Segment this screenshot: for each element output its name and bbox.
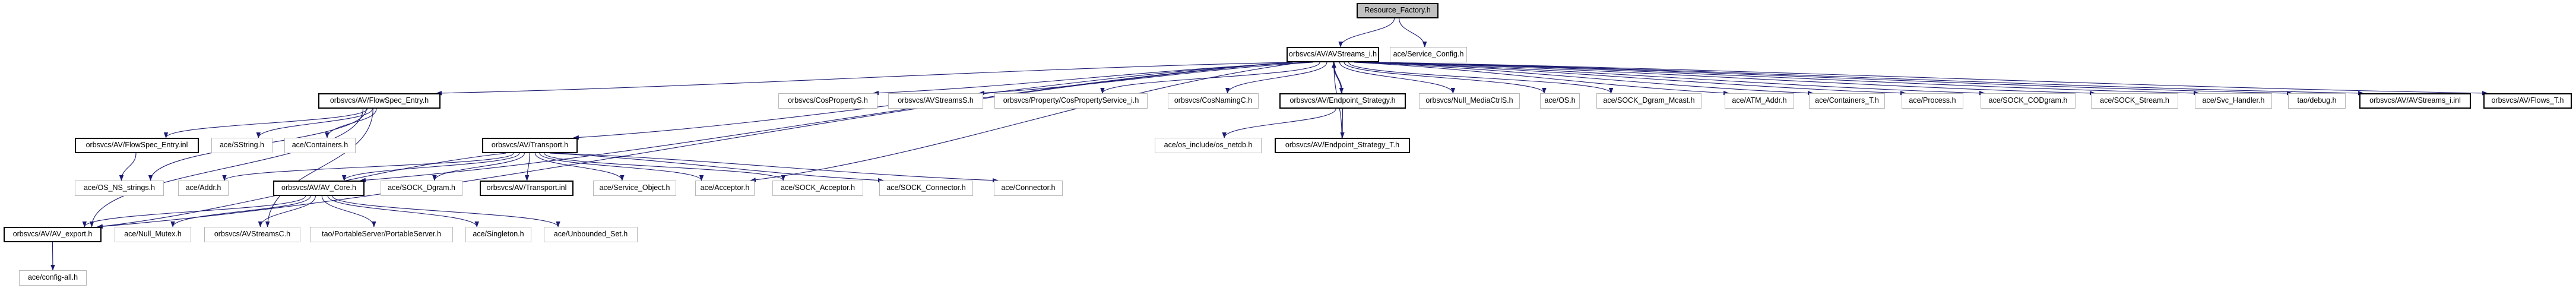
- graph-node-avstreams_i_inl[interactable]: orbsvcs/AV/AVStreams_i.inl: [2359, 93, 2471, 109]
- graph-node-portableserver: tao/PortableServer/PortableServer.h: [310, 227, 453, 242]
- edge-avstreams_i-to-flows_t: [1375, 62, 2488, 96]
- edge-transport-to-connector: [555, 153, 999, 183]
- edge-avstreams_i-to-os: [1344, 62, 1547, 94]
- edge-av_core-to-portableserver: [321, 195, 376, 227]
- graph-node-sock_connector: ace/SOCK_Connector.h: [879, 181, 973, 196]
- graph-node-endpoint_strategy_t[interactable]: orbsvcs/AV/Endpoint_Strategy_T.h: [1275, 138, 1410, 153]
- graph-node-atm_addr: ace/ATM_Addr.h: [1725, 93, 1794, 109]
- edge-av_core-to-av_export: [82, 195, 306, 227]
- graph-node-flows_t[interactable]: orbsvcs/AV/Flows_T.h: [2483, 93, 2572, 109]
- edge-av_core-to-avstreamsc: [258, 195, 316, 227]
- graph-node-service_object: ace/Service_Object.h: [593, 181, 676, 196]
- graph-node-sock_stream: ace/SOCK_Stream.h: [2091, 93, 2178, 109]
- graph-node-flowspec_entry[interactable]: orbsvcs/AV/FlowSpec_Entry.h: [318, 93, 441, 109]
- graph-node-transport[interactable]: orbsvcs/AV/Transport.h: [482, 138, 578, 153]
- graph-node-service_config: ace/Service_Config.h: [1390, 47, 1467, 62]
- graph-node-avstreamss: orbsvcs/AVStreamsS.h: [888, 93, 983, 109]
- graph-node-os_ns_strings: ace/OS_NS_strings.h: [75, 181, 164, 196]
- graph-node-av_core[interactable]: orbsvcs/AV/AV_Core.h: [273, 181, 365, 196]
- graph-node-process: ace/Process.h: [1902, 93, 1963, 109]
- graph-node-transport_inl[interactable]: orbsvcs/AV/Transport.inl: [480, 181, 573, 196]
- edge-transport-to-sock_connector: [549, 153, 884, 183]
- graph-node-os: ace/OS.h: [1540, 93, 1580, 109]
- edge-avstreams_i-to-svc_handler: [1375, 62, 2200, 96]
- graph-node-tao_debug: tao/debug.h: [2288, 93, 2346, 109]
- edge-avstreams_i-to-avstreamss: [978, 62, 1313, 96]
- graph-node-sock_dgram_mcast: ace/SOCK_Dgram_Mcast.h: [1596, 93, 1702, 109]
- edge-transport-to-addr: [222, 153, 514, 181]
- edge-transport-to-service_object: [534, 153, 625, 181]
- edge-avstreams_i-to-sock_dgram_mcast: [1348, 62, 1614, 94]
- graph-node-cospropertyservice_i: orbsvcs/Property/CosPropertyService_i.h: [994, 93, 1148, 109]
- graph-node-sock_acceptor: ace/SOCK_Acceptor.h: [772, 181, 863, 196]
- edge-endpoint_strategy-to-os_netdb: [1222, 108, 1336, 138]
- graph-node-sstring: ace/SString.h: [211, 138, 273, 153]
- graph-node-null_mediactrls: orbsvcs/Null_MediaCtrlS.h: [1419, 93, 1520, 109]
- graph-node-svc_handler: ace/Svc_Handler.h: [2195, 93, 2272, 109]
- graph-node-av_export[interactable]: orbsvcs/AV/AV_export.h: [4, 227, 102, 242]
- graph-node-addr: ace/Addr.h: [178, 181, 229, 196]
- edge-flowspec_entry-to-flowspec_entry_inl: [163, 108, 368, 138]
- graph-node-avstreams_i[interactable]: orbsvcs/AV/AVStreams_i.h: [1287, 47, 1379, 62]
- edge-transport-to-transport_inl: [524, 153, 530, 181]
- edge-resource_factory-to-service_config: [1399, 18, 1427, 48]
- edge-av_core-to-null_mutex: [170, 195, 311, 227]
- edge-avstreams_i-to-sock_stream: [1373, 62, 2096, 96]
- edge-flowspec_entry-to-av_export: [89, 108, 364, 227]
- edge-avstreams_i-to-avstreams_i_inl: [1375, 62, 2364, 96]
- edge-avstreams_i-to-null_mediactrls: [1339, 62, 1456, 94]
- graph-node-unbounded_set: ace/Unbounded_Set.h: [544, 227, 638, 242]
- edge-flowspec_entry-to-avstreamsc: [265, 108, 373, 227]
- graph-node-null_mutex: ace/Null_Mutex.h: [115, 227, 191, 242]
- edge-avstreams_i-to-cospropertys: [873, 62, 1308, 96]
- edge-avstreams_i-to-av_export: [97, 62, 1291, 229]
- graph-node-singleton: ace/Singleton.h: [465, 227, 531, 242]
- edge-av_core-to-singleton: [327, 195, 479, 227]
- graph-node-flowspec_entry_inl[interactable]: orbsvcs/AV/FlowSpec_Entry.inl: [75, 138, 199, 153]
- graph-node-resource_factory[interactable]: Resource_Factory.h: [1357, 3, 1438, 18]
- edge-avstreams_i-to-av_core: [360, 62, 1291, 183]
- edge-avstreams_i-to-process: [1363, 62, 1906, 96]
- graph-node-containers: ace/Containers.h: [284, 138, 356, 153]
- edge-transport-to-av_core: [342, 153, 520, 181]
- graph-node-os_netdb: ace/os_include/os_netdb.h: [1155, 138, 1262, 153]
- graph-node-acceptor: ace/Acceptor.h: [695, 181, 755, 196]
- graph-node-avstreamsc: orbsvcs/AVStreamsC.h: [204, 227, 300, 242]
- edge-avstreams_i-to-acceptor: [750, 62, 1303, 182]
- graph-node-cospropertys: orbsvcs/CosPropertyS.h: [778, 93, 877, 109]
- graph-node-connector: ace/Connector.h: [994, 181, 1063, 196]
- edge-flowspec_entry-to-sstring: [256, 108, 373, 138]
- edge-resource_factory-to-avstreams_i: [1338, 18, 1395, 48]
- edge-transport-to-sock_acceptor: [544, 153, 785, 181]
- graph-node-sock_codgram: ace/SOCK_CODgram.h: [1981, 93, 2076, 109]
- edge-avstreams_i-to-cosnamingc: [1225, 62, 1327, 94]
- edge-transport-to-sock_dgram: [432, 153, 525, 181]
- edge-avstreams_i-to-flowspec_entry: [436, 62, 1291, 96]
- graph-node-endpoint_strategy[interactable]: orbsvcs/AV/Endpoint_Strategy.h: [1279, 93, 1406, 109]
- edge-transport-to-acceptor: [539, 153, 704, 181]
- edge-flowspec_entry_inl-to-os_ns_strings: [119, 153, 137, 181]
- edge-av_core-to-unbounded_set: [332, 195, 560, 227]
- edge-avstreams_i-to-sock_codgram: [1367, 62, 1985, 96]
- edge-avstreams_i-to-atm_addr: [1354, 62, 1729, 96]
- graph-node-config_all: ace/config-all.h: [19, 270, 87, 286]
- graph-node-containers_t: ace/Containers_T.h: [1809, 93, 1885, 109]
- graph-node-sock_dgram: ace/SOCK_Dgram.h: [381, 181, 462, 196]
- graph-node-cosnamingc: orbsvcs/CosNamingC.h: [1168, 93, 1259, 109]
- edge-avstreams_i-to-containers_t: [1358, 62, 1814, 96]
